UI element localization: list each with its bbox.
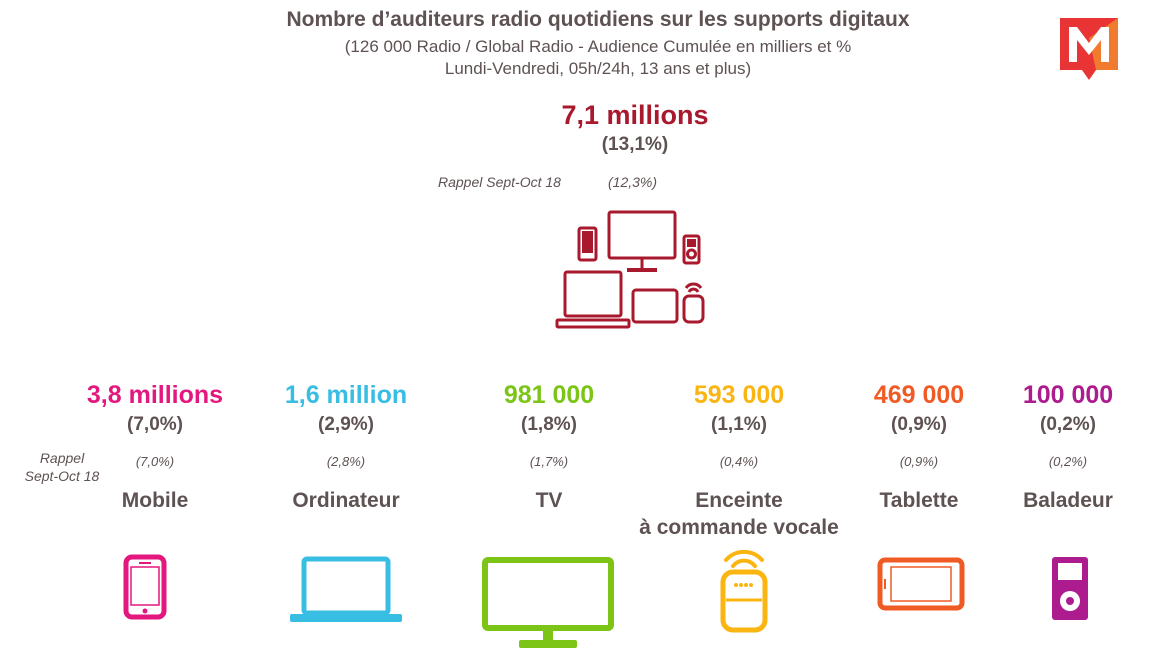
enceinte-label-line-2: à commande vocale — [639, 516, 839, 539]
tablette-value: 469 000 — [873, 381, 965, 409]
total-rappel-label: Rappel Sept-Oct 18 — [438, 174, 561, 190]
tablet-icon — [877, 557, 965, 611]
tablette-rappel: (0,9%) — [899, 454, 939, 469]
column-enceinte: 593 000 (1,1%) (0,4%) Enceinte à command… — [624, 381, 854, 541]
mobile-value: 3,8 millions — [86, 381, 224, 409]
enceinte-rappel: (0,4%) — [719, 454, 759, 469]
ordinateur-label: Ordinateur — [292, 489, 400, 512]
baladeur-rappel: (0,2%) — [1048, 454, 1088, 469]
mobile-rappel: (7,0%) — [135, 454, 175, 469]
ordinateur-percent: (2,9%) — [318, 414, 374, 435]
column-mobile: 3,8 millions (7,0%) (7,0%) Mobile — [40, 381, 270, 514]
enceinte-label-line-1: Enceinte — [695, 489, 783, 512]
column-tv: 981 000 (1,8%) (1,7%) TV — [434, 381, 664, 514]
tablette-percent: (0,9%) — [891, 414, 947, 435]
subtitle-line-2: Lundi-Vendredi, 05h/24h, 13 ans et plus) — [444, 59, 752, 78]
rappel-row-label: Rappel Sept-Oct 18 — [12, 449, 112, 485]
mediametrie-logo-icon — [1060, 18, 1118, 80]
rappel-row-label-line-1: Rappel — [39, 450, 85, 466]
total-rappel-value: (12,3%) — [608, 174, 658, 190]
enceinte-label: Enceinte à commande vocale — [624, 487, 854, 541]
ordinateur-rappel: (2,8%) — [326, 454, 366, 469]
tv-icon — [482, 557, 614, 648]
tablette-label: Tablette — [879, 489, 959, 512]
mobile-label: Mobile — [121, 489, 189, 512]
column-baladeur: 100 000 (0,2%) (0,2%) Baladeur — [953, 381, 1149, 514]
baladeur-percent: (0,2%) — [1040, 414, 1096, 435]
column-tablette: 469 000 (0,9%) (0,9%) Tablette — [804, 381, 1034, 514]
smart-speaker-icon — [720, 549, 768, 633]
tv-value: 981 000 — [503, 381, 595, 409]
column-ordinateur: 1,6 million (2,9%) (2,8%) Ordinateur — [231, 381, 461, 514]
total-value: 7,1 millions — [561, 100, 709, 130]
music-player-icon — [1052, 557, 1088, 620]
ordinateur-value: 1,6 million — [284, 381, 408, 409]
rappel-row-label-line-2: Sept-Oct 18 — [24, 468, 100, 484]
baladeur-value: 100 000 — [1022, 381, 1114, 409]
enceinte-value: 593 000 — [693, 381, 785, 409]
laptop-icon — [290, 556, 402, 622]
baladeur-label: Baladeur — [1023, 489, 1113, 512]
mobile-percent: (7,0%) — [127, 414, 183, 435]
digital-devices-icon — [555, 210, 705, 329]
smartphone-icon — [123, 554, 167, 620]
tv-label: TV — [535, 489, 563, 512]
total-percent: (13,1%) — [601, 134, 669, 155]
tv-rappel: (1,7%) — [529, 454, 569, 469]
subtitle-line-1: (126 000 Radio / Global Radio - Audience… — [344, 37, 852, 56]
page-title: Nombre d’auditeurs radio quotidiens sur … — [286, 8, 910, 31]
tv-percent: (1,8%) — [521, 414, 577, 435]
enceinte-percent: (1,1%) — [711, 414, 767, 435]
